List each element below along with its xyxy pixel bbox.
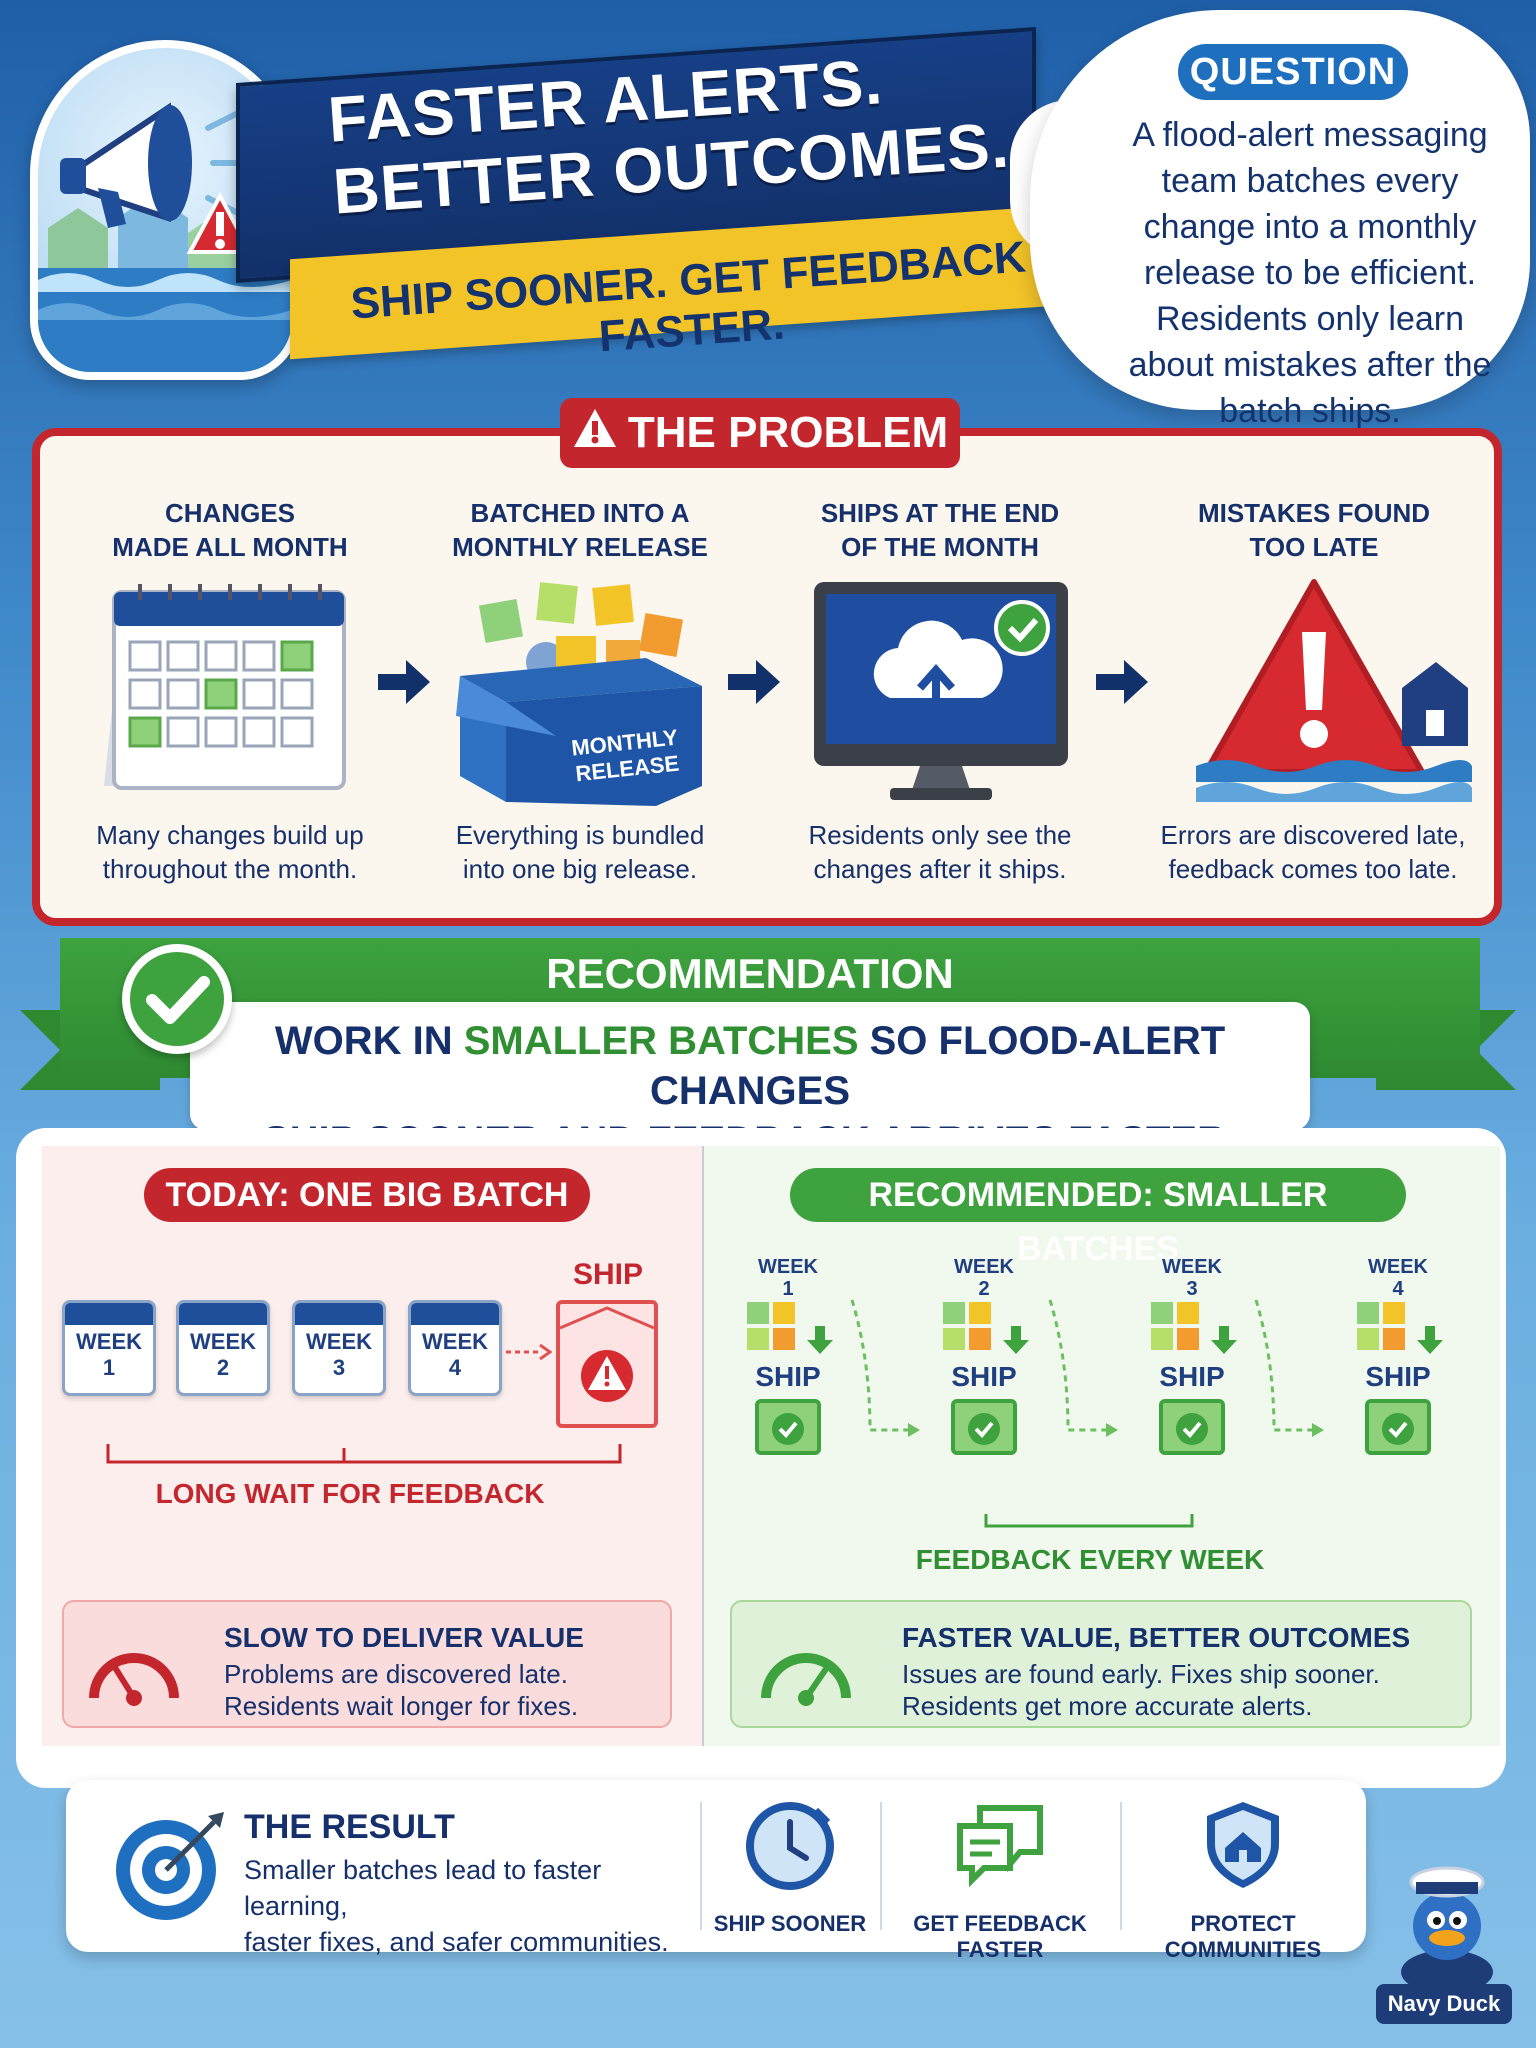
faster-value-card: FASTER VALUE, BETTER OUTCOMES Issues are… <box>730 1600 1472 1728</box>
result-item: GET FEEDBACK FASTER <box>890 1796 1110 1963</box>
question-text: A flood-alert messaging team batches eve… <box>1128 116 1492 430</box>
clock-icon <box>746 1802 834 1890</box>
comparison-divider <box>702 1146 704 1746</box>
mascot-label: Navy Duck <box>1376 1984 1512 2024</box>
check-icon <box>772 1413 804 1445</box>
today-ship-label: SHIP <box>572 1258 644 1291</box>
arrow-down-icon <box>1003 1326 1030 1354</box>
recommendation-card <box>190 1002 1310 1130</box>
recommendation-label: RECOMMENDATION <box>546 950 954 997</box>
warning-icon <box>572 400 618 470</box>
arrow-down-icon <box>1417 1326 1444 1354</box>
release-box-icon <box>456 582 702 806</box>
task-blocks-icon <box>1150 1302 1199 1350</box>
result-text: Smaller batches lead to faster learning,… <box>244 1855 669 1957</box>
arrow-right-icon <box>1096 660 1148 704</box>
shield-home-icon <box>1207 1802 1279 1888</box>
recommended-label: RECOMMENDED: SMALLER BATCHES <box>790 1168 1406 1268</box>
task-blocks-icon <box>746 1302 795 1350</box>
target-icon <box>116 1812 224 1920</box>
step-description: Errors are discovered late,feedback come… <box>1160 820 1466 884</box>
slow-value-card: SLOW TO DELIVER VALUE Problems are disco… <box>62 1600 672 1728</box>
result-divider <box>1120 1802 1122 1930</box>
problem-label: THE PROBLEM <box>560 398 960 468</box>
result-divider <box>700 1802 702 1930</box>
feedback-loop-arrows <box>850 1299 1324 1528</box>
check-icon <box>1382 1413 1414 1445</box>
failed-ship-box <box>556 1300 658 1428</box>
speedometer-slow-icon <box>89 1653 179 1706</box>
check-icon <box>1176 1413 1208 1445</box>
megaphone-flood-illustration <box>38 102 292 372</box>
shipped-box <box>1159 1399 1225 1455</box>
megaphone-icon <box>60 102 251 228</box>
faster-value-text: Issues are found early. Fixes ship soone… <box>902 1659 1380 1721</box>
arrow-down-icon <box>1211 1326 1238 1354</box>
arrow-right-icon <box>728 660 780 704</box>
dashed-arrow-icon <box>506 1343 552 1361</box>
arrow-down-icon <box>807 1326 834 1354</box>
slow-value-text: Problems are discovered late.Residents w… <box>224 1659 579 1721</box>
slow-value-title: SLOW TO DELIVER VALUE <box>224 1622 584 1653</box>
check-icon <box>146 976 210 1024</box>
check-icon <box>968 1413 1000 1445</box>
shipped-box <box>951 1399 1017 1455</box>
shipped-box <box>1365 1399 1431 1455</box>
today-label: TODAY: ONE BIG BATCH <box>144 1168 590 1222</box>
calendar-icon <box>104 584 346 790</box>
chat-feedback-icon <box>957 1805 1043 1888</box>
warning-icon <box>186 191 254 254</box>
warning-icon <box>559 1306 655 1402</box>
flood-warning-icon <box>1196 579 1472 802</box>
task-blocks-icon <box>942 1302 991 1350</box>
result-panel <box>66 1780 1366 1952</box>
speedometer-fast-icon <box>761 1653 851 1706</box>
result-item: SHIP SOONER <box>712 1796 868 1937</box>
result-title: THE RESULT <box>244 1808 455 1846</box>
arrow-right-icon <box>378 660 430 704</box>
problem-label-text: THE PROBLEM <box>627 408 949 457</box>
feedback-label: FEEDBACK EVERY WEEK <box>915 1544 1265 1575</box>
question-label: QUESTION <box>1178 44 1408 100</box>
faster-value-title: FASTER VALUE, BETTER OUTCOMES <box>902 1622 1411 1653</box>
shipped-box <box>755 1399 821 1455</box>
navy-duck-mascot <box>1401 1866 1493 1988</box>
result-divider <box>880 1802 882 1930</box>
wait-label: LONG WAIT FOR FEEDBACK <box>155 1478 545 1509</box>
result-item: PROTECT COMMUNITIES <box>1130 1796 1356 1963</box>
monitor-upload-icon <box>814 582 1068 800</box>
task-blocks-icon <box>1356 1302 1405 1350</box>
check-badge <box>122 944 232 1054</box>
wait-bracket <box>106 1444 622 1464</box>
